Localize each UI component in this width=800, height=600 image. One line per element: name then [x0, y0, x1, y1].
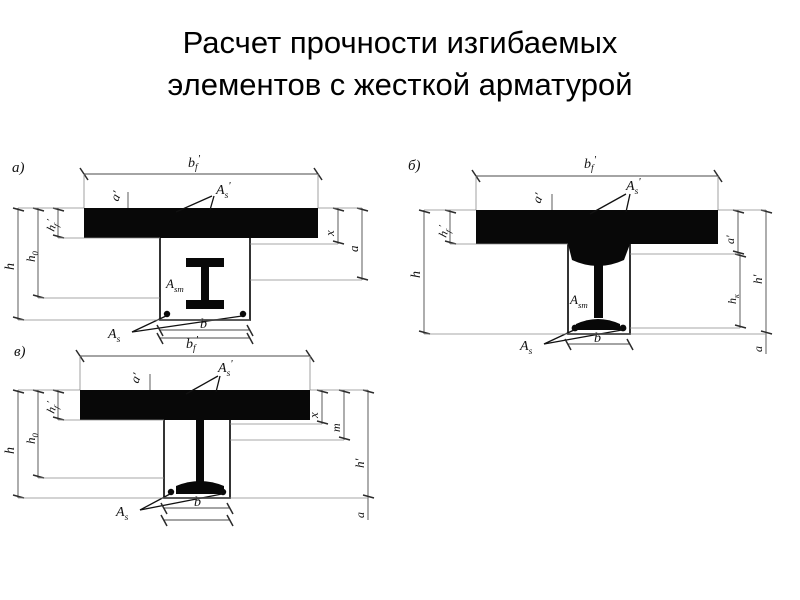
- label-compressed-reinf-v: As': [217, 358, 233, 379]
- ibeam-web-v: [196, 420, 204, 482]
- label-small-dim-v: т: [329, 423, 343, 432]
- diagram-panel-b: б) bf' a': [398, 132, 800, 357]
- ibeam-web-b: [594, 260, 603, 318]
- panel-letter-a: а): [12, 160, 25, 176]
- label-inner-depth-v: h': [352, 459, 367, 469]
- compression-haunch-b: [568, 244, 630, 266]
- diagram-panel-a: а) bf' a': [0, 140, 400, 345]
- label-inner-depth-b: h': [750, 275, 765, 285]
- page-title: Расчет прочности изгибаемых элементов с …: [167, 25, 633, 102]
- label-cover-top-b: a': [529, 191, 546, 205]
- label-compression-zone-a: x: [322, 230, 337, 237]
- leader-compressed-reinf-b: [589, 193, 631, 215]
- leader-tension-reinf-v: [139, 493, 223, 511]
- label-tension-reinf-b: As: [519, 339, 533, 357]
- label-steel-depth-b: hк: [725, 294, 741, 304]
- ibeam-bottom-flange-b: [576, 319, 620, 330]
- leader-tension-reinf-a: [131, 315, 243, 333]
- leader-compressed-reinf-a: [175, 195, 215, 213]
- label-flange-width-a: bf': [188, 153, 201, 173]
- leader-compressed-reinf-v: [185, 375, 221, 395]
- flange-section-a: [84, 208, 318, 238]
- label-web-width-a: b: [200, 317, 207, 332]
- label-web-width-b: b: [594, 331, 601, 346]
- leader-tension-reinf-b: [543, 329, 623, 345]
- flange-section-b: [476, 210, 718, 244]
- label-rigid-reinf-a: Asт: [165, 276, 184, 294]
- label-rigid-reinf-b: Asт: [569, 292, 588, 310]
- label-cover-top-right-b: a': [723, 235, 737, 244]
- label-web-width-v: b: [194, 495, 201, 510]
- panel-letter-b: б): [408, 158, 421, 174]
- label-effective-depth-a: h0: [23, 251, 40, 263]
- label-flange-depth-b: hf': [435, 224, 455, 240]
- label-flange-depth-a: hf': [43, 218, 63, 234]
- label-compressed-reinf-b: As': [625, 176, 641, 197]
- figure-cross-sections: а) bf' a': [0, 132, 800, 552]
- label-flange-width-v: bf': [186, 334, 199, 354]
- label-cover-bottom-b: a: [751, 346, 765, 352]
- label-flange-depth-v: hf': [43, 400, 63, 416]
- label-cover-bottom-a: a: [346, 245, 361, 252]
- label-total-depth-a: h: [3, 263, 18, 270]
- flange-section-v: [80, 390, 310, 420]
- label-cover-top-a: a': [107, 189, 124, 203]
- diagram-panel-v: в) bf' a': [0, 328, 400, 538]
- label-total-depth-v: h: [3, 447, 18, 454]
- label-cover-top-v: a': [127, 371, 144, 385]
- panel-letter-v: в): [14, 344, 26, 360]
- label-total-depth-b: h: [409, 271, 424, 278]
- label-compression-zone-v: x: [306, 412, 321, 419]
- label-effective-depth-v: h0: [23, 433, 40, 445]
- ibeam-bottom-flange-v: [176, 481, 224, 494]
- label-compressed-reinf-a: As': [215, 180, 231, 201]
- label-cover-bottom-v: a: [353, 512, 367, 518]
- rigid-steel-ibeam-a: [186, 258, 224, 309]
- label-tension-reinf-v: As: [115, 505, 129, 523]
- label-flange-width-b: bf': [584, 154, 597, 174]
